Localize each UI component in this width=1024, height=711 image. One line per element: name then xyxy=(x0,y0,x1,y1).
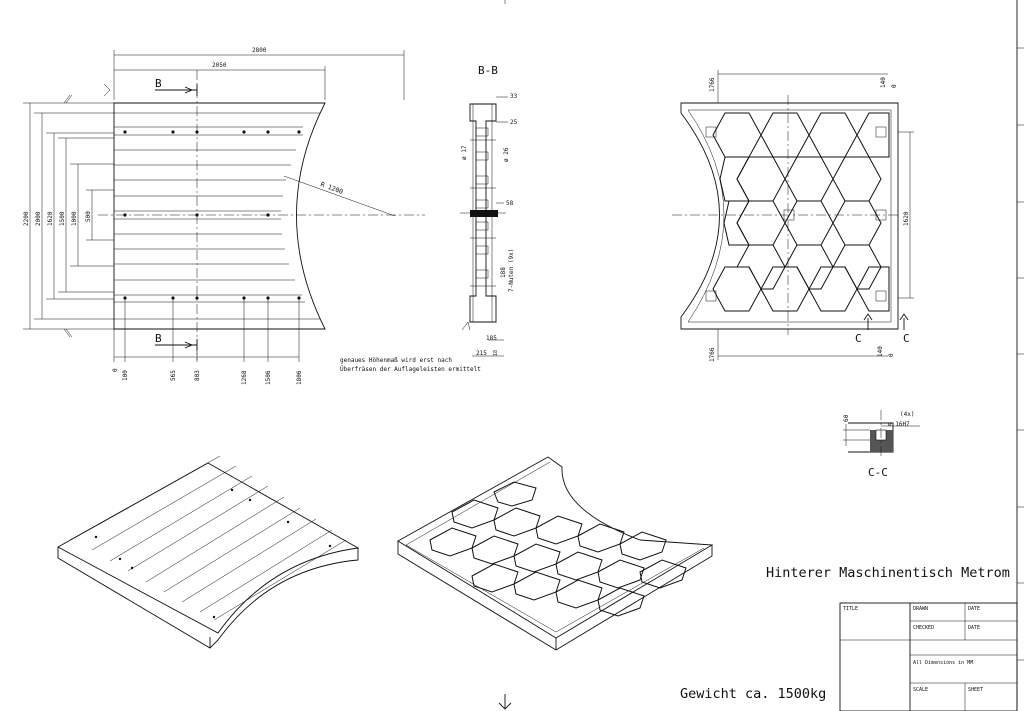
bb-dim-33: 33 xyxy=(510,93,518,100)
tb-title-label: TITLE xyxy=(843,606,858,612)
title-block: TITLE DRAWN DATE CHECKED DATE All Dimens… xyxy=(839,602,1018,711)
dim-left-2000: 2000 xyxy=(35,211,42,226)
drawing-title: Hinterer Maschinentisch Metrom xyxy=(766,565,1010,581)
dim-bottom-1268: 1268 xyxy=(241,370,248,385)
note-line-1: genaues Höhenmaß wird erst nach xyxy=(340,357,452,364)
bb-dim-d17: ø 17 xyxy=(461,145,468,160)
tb-scale-label: SCALE xyxy=(913,687,928,693)
rear-dim-1766-top: 1766 xyxy=(709,77,716,92)
dim-bottom-565: 565 xyxy=(170,370,177,381)
bb-dim-18: 18 xyxy=(493,350,499,356)
section-bb-label: B-B xyxy=(478,64,498,77)
cc-dim-d16h7: ø 16H7 xyxy=(888,421,910,428)
iso-view-bottom xyxy=(397,456,714,651)
dim-left-500: 500 xyxy=(85,211,92,222)
bb-dim-d26: ø 26 xyxy=(503,147,510,162)
cut-c-left: C xyxy=(855,332,862,345)
dim-bottom-0: 0 xyxy=(112,368,119,372)
dim-left-2200: 2200 xyxy=(23,211,30,226)
tb-units-note: All Dimensions in MM xyxy=(913,660,973,666)
rear-view: 1766 140 0 1620 1766 140 0 C C xyxy=(672,70,914,362)
cut-b-top: B xyxy=(155,77,162,90)
rear-dim-140-top: 140 xyxy=(880,77,887,88)
tb-checked-label: CHECKED xyxy=(913,625,934,631)
bb-dim-58: 58 xyxy=(506,200,514,207)
section-cc-label: C-C xyxy=(868,466,888,479)
rear-dim-1766-bottom: 1766 xyxy=(709,347,716,362)
sheet-frame xyxy=(498,0,1024,711)
dim-bottom-1806: 1806 xyxy=(296,370,303,385)
section-bb: B-B 33 25 ø 17 ø 26 58 188 7-Nuten (9x) … xyxy=(460,64,518,357)
bb-dim-25: 25 xyxy=(510,119,518,126)
bb-dim-slots: 7-Nuten (9x) xyxy=(508,249,515,292)
weight-label: Gewicht ca. 1500kg xyxy=(680,686,826,702)
iso-view-top xyxy=(57,455,360,649)
rear-dim-0-bottom: 0 xyxy=(888,353,895,357)
rear-dim-0-top: 0 xyxy=(891,84,898,88)
cut-c-right: C xyxy=(903,332,910,345)
bb-dim-188: 188 xyxy=(500,267,507,278)
dim-top-2800: 2800 xyxy=(252,47,267,54)
rear-dim-1620: 1620 xyxy=(903,211,910,226)
bb-dim-215: 215 xyxy=(476,350,487,357)
cc-dim-4x: (4x) xyxy=(900,411,914,418)
tb-date-label: DATE xyxy=(968,606,980,612)
dim-left-1500: 1500 xyxy=(59,211,66,226)
dim-bottom-803: 803 xyxy=(194,370,201,381)
tb-sheet-label: SHEET xyxy=(968,687,983,693)
dim-bottom-1506: 1506 xyxy=(265,370,272,385)
note-line-2: Überfräsen der Auflageleisten ermittelt xyxy=(340,366,481,373)
radius-label: R 1200 xyxy=(319,180,344,196)
cc-dim-60: 60 xyxy=(843,414,850,422)
bb-dim-185: 185 xyxy=(486,335,497,342)
rear-dim-140-bottom: 140 xyxy=(877,346,884,357)
tb-date2-label: DATE xyxy=(968,625,980,631)
dim-left-1000: 1000 xyxy=(71,211,78,226)
detail-cc: 60 (4x) ø 16H7 C-C xyxy=(843,410,920,479)
dim-left-1620: 1620 xyxy=(47,211,54,226)
cut-b-bottom: B xyxy=(155,332,162,345)
tb-drawn-label: DRAWN xyxy=(913,606,928,612)
front-view: R 1200 2800 2050 B B xyxy=(23,47,481,385)
dim-top-2050: 2050 xyxy=(212,62,227,69)
dim-bottom-100: 100 xyxy=(122,370,129,381)
